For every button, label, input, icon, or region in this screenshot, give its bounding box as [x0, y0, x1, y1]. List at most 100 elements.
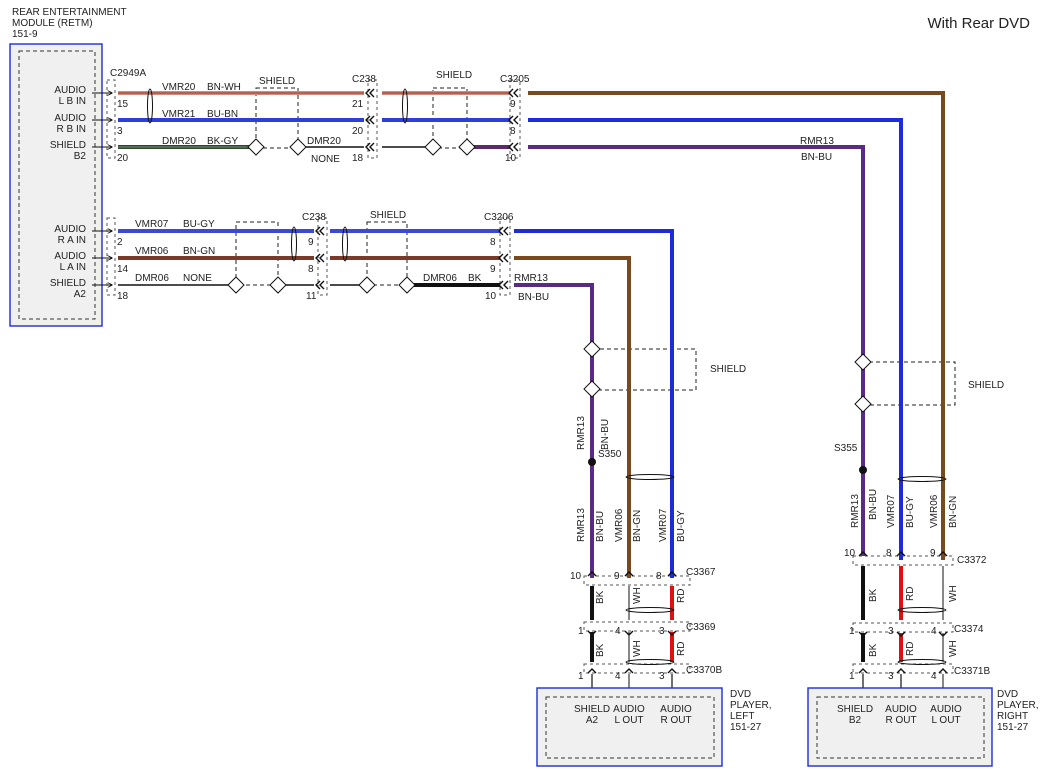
- color-bn-wh: BN-WH: [207, 82, 241, 93]
- retm-inner-dashed: [18, 50, 96, 320]
- v-vmr06-right: VMR06: [929, 494, 940, 528]
- splice-s355-label: S355: [834, 443, 858, 454]
- pin-4-c: 4: [931, 626, 937, 637]
- v-bn-bu-a: BN-BU: [600, 419, 611, 450]
- wire-rmr13-left: [514, 283, 594, 578]
- v-bk-r2: BK: [868, 643, 879, 657]
- mid-harness-wires: [118, 229, 674, 578]
- pin-8-b: 8: [308, 264, 314, 275]
- color-bn-gn: BN-GN: [183, 246, 215, 257]
- v-bu-gy-right: BU-GY: [905, 496, 916, 528]
- wire-blue-right: [528, 118, 903, 560]
- retm-pin-arrows: [92, 93, 112, 285]
- v-bn-bu-right: BN-BU: [868, 489, 879, 520]
- circuit-none-mid: NONE: [183, 273, 212, 284]
- retm-pin4-l1: AUDIO: [54, 224, 86, 235]
- v-wh-l1: WH: [632, 587, 643, 604]
- pin-3-b: 3: [659, 626, 665, 637]
- v-rd-r2: RD: [905, 642, 916, 656]
- pin-20-b: 20: [352, 126, 364, 137]
- circuit-labels-horizontal: VMR20 BN-WH VMR21 BU-BN DMR20 BK-GY DMR2…: [135, 82, 834, 303]
- circuit-rmr13-right: RMR13: [800, 136, 834, 147]
- pin-9-a: 9: [510, 99, 516, 110]
- retm-title-line3: 151-9: [12, 29, 38, 40]
- connector-c3367: C3367: [686, 567, 716, 578]
- pin-8-d: 8: [656, 571, 662, 582]
- pin-9-d: 9: [614, 571, 620, 582]
- connector-c3370b: C3370B: [686, 665, 722, 676]
- shield-label-4: SHIELD: [710, 364, 746, 375]
- dvd-left-title-3: LEFT: [730, 711, 754, 722]
- retm-pin6-l1: SHIELD: [50, 278, 86, 289]
- pin-9-e: 9: [930, 548, 936, 559]
- pin-18-b: 18: [117, 291, 129, 302]
- dvd-right-title-1: DVD: [997, 689, 1018, 700]
- dvd-right-pin1-l1: SHIELD: [837, 704, 873, 715]
- pin-10-c: 10: [570, 571, 582, 582]
- dvd-left-title-2: PLAYER,: [730, 700, 772, 711]
- v-wh-r1: WH: [948, 585, 959, 602]
- v-rd-l2: RD: [676, 642, 687, 656]
- pin-3-e: 3: [888, 671, 894, 682]
- dvd-left-pin1-l2: A2: [586, 715, 599, 726]
- retm-pin4-l2: R A IN: [58, 235, 86, 246]
- dvd-left-pin3-l2: R OUT: [660, 715, 691, 726]
- v-bn-bu-b: BN-BU: [595, 511, 606, 542]
- color-bk-gy: BK-GY: [207, 136, 238, 147]
- retm-pin2-l2: R B IN: [57, 124, 86, 135]
- circuit-vmr06: VMR06: [135, 246, 169, 257]
- shield-label-1: SHIELD: [259, 76, 295, 87]
- v-vmr06-left: VMR06: [614, 508, 625, 542]
- circuit-dmr20: DMR20: [162, 136, 196, 147]
- pin-9-c: 9: [490, 264, 496, 275]
- pin-8-c: 8: [490, 237, 496, 248]
- retm-pin3-l1: SHIELD: [50, 140, 86, 151]
- splice-s350-label: S350: [598, 449, 622, 460]
- wire-brown-right: [528, 91, 945, 560]
- dvd-left-pin1-l1: SHIELD: [574, 704, 610, 715]
- pin-21: 21: [352, 99, 364, 110]
- v-vmr07-right: VMR07: [886, 494, 897, 528]
- pin-3-c: 3: [659, 671, 665, 682]
- circuit-dmr06-b: DMR06: [423, 273, 457, 284]
- shield-boxes: [235, 87, 956, 406]
- pin-9-b: 9: [308, 237, 314, 248]
- wire-rmr13-right: [528, 145, 865, 556]
- v-bu-gy-left: BU-GY: [676, 510, 687, 542]
- circuit-vmr20: VMR20: [162, 82, 196, 93]
- shield-diamonds: [227, 138, 872, 413]
- retm-title-line1: REAR ENTERTAINMENT: [12, 7, 127, 18]
- v-bk-r1: BK: [868, 588, 879, 602]
- diagram-title: With Rear DVD: [927, 15, 1030, 32]
- v-wh-r2: WH: [948, 640, 959, 657]
- color-bk-mid: BK: [468, 273, 482, 284]
- retm-title-line2: MODULE (RETM): [12, 18, 93, 29]
- connector-c3369: C3369: [686, 622, 716, 633]
- retm-pin-labels: AUDIO L B IN AUDIO R B IN SHIELD B2 AUDI…: [50, 85, 87, 300]
- circuit-dmr20-b: DMR20: [307, 136, 341, 147]
- circuit-dmr06: DMR06: [135, 273, 169, 284]
- pin-14: 14: [117, 264, 129, 275]
- dvd-right-title-2: PLAYER,: [997, 700, 1039, 711]
- dvd-left-module-box: [536, 687, 723, 767]
- pin-1-c: 1: [849, 626, 855, 637]
- pin-4-b: 4: [615, 671, 621, 682]
- pin-numbers: 15 3 20 21 20 18 9 8 10 2 14 18 9 8 11 8…: [117, 99, 937, 682]
- dvd-right-pin3-l1: AUDIO: [930, 704, 962, 715]
- circuit-vmr07: VMR07: [135, 219, 169, 230]
- retm-pin5-l1: AUDIO: [54, 251, 86, 262]
- v-rd-l1: RD: [676, 589, 687, 603]
- wire-brown-left: [514, 256, 631, 578]
- v-bn-gn-left: BN-GN: [632, 510, 643, 542]
- circuit-none-top: NONE: [311, 154, 340, 165]
- pin-1-a: 1: [578, 626, 584, 637]
- dvd-left-pin2-l2: L OUT: [614, 715, 643, 726]
- shield-label-3: SHIELD: [370, 210, 406, 221]
- v-rmr13-b: RMR13: [576, 508, 587, 542]
- connector-c3372: C3372: [957, 555, 987, 566]
- wire-blue-left: [514, 229, 674, 578]
- pin-15: 15: [117, 99, 129, 110]
- pin-20-a: 20: [117, 153, 129, 164]
- dvd-left-title-4: 151-27: [730, 722, 762, 733]
- retm-pin6-l2: A2: [74, 289, 87, 300]
